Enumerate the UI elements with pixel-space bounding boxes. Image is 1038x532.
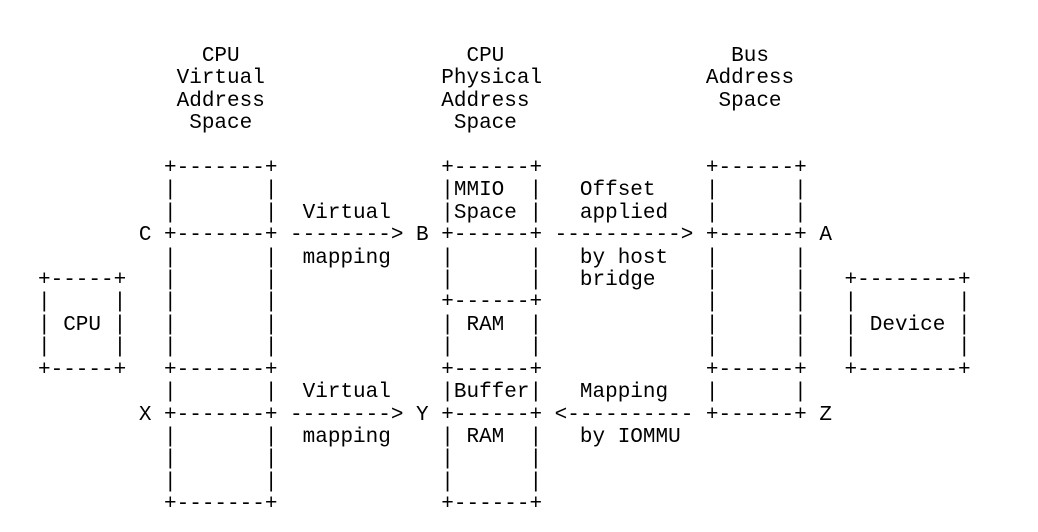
dma-address-space-ascii-diagram: CPU CPU Bus Virtual Physical Address Add… [38, 45, 971, 517]
